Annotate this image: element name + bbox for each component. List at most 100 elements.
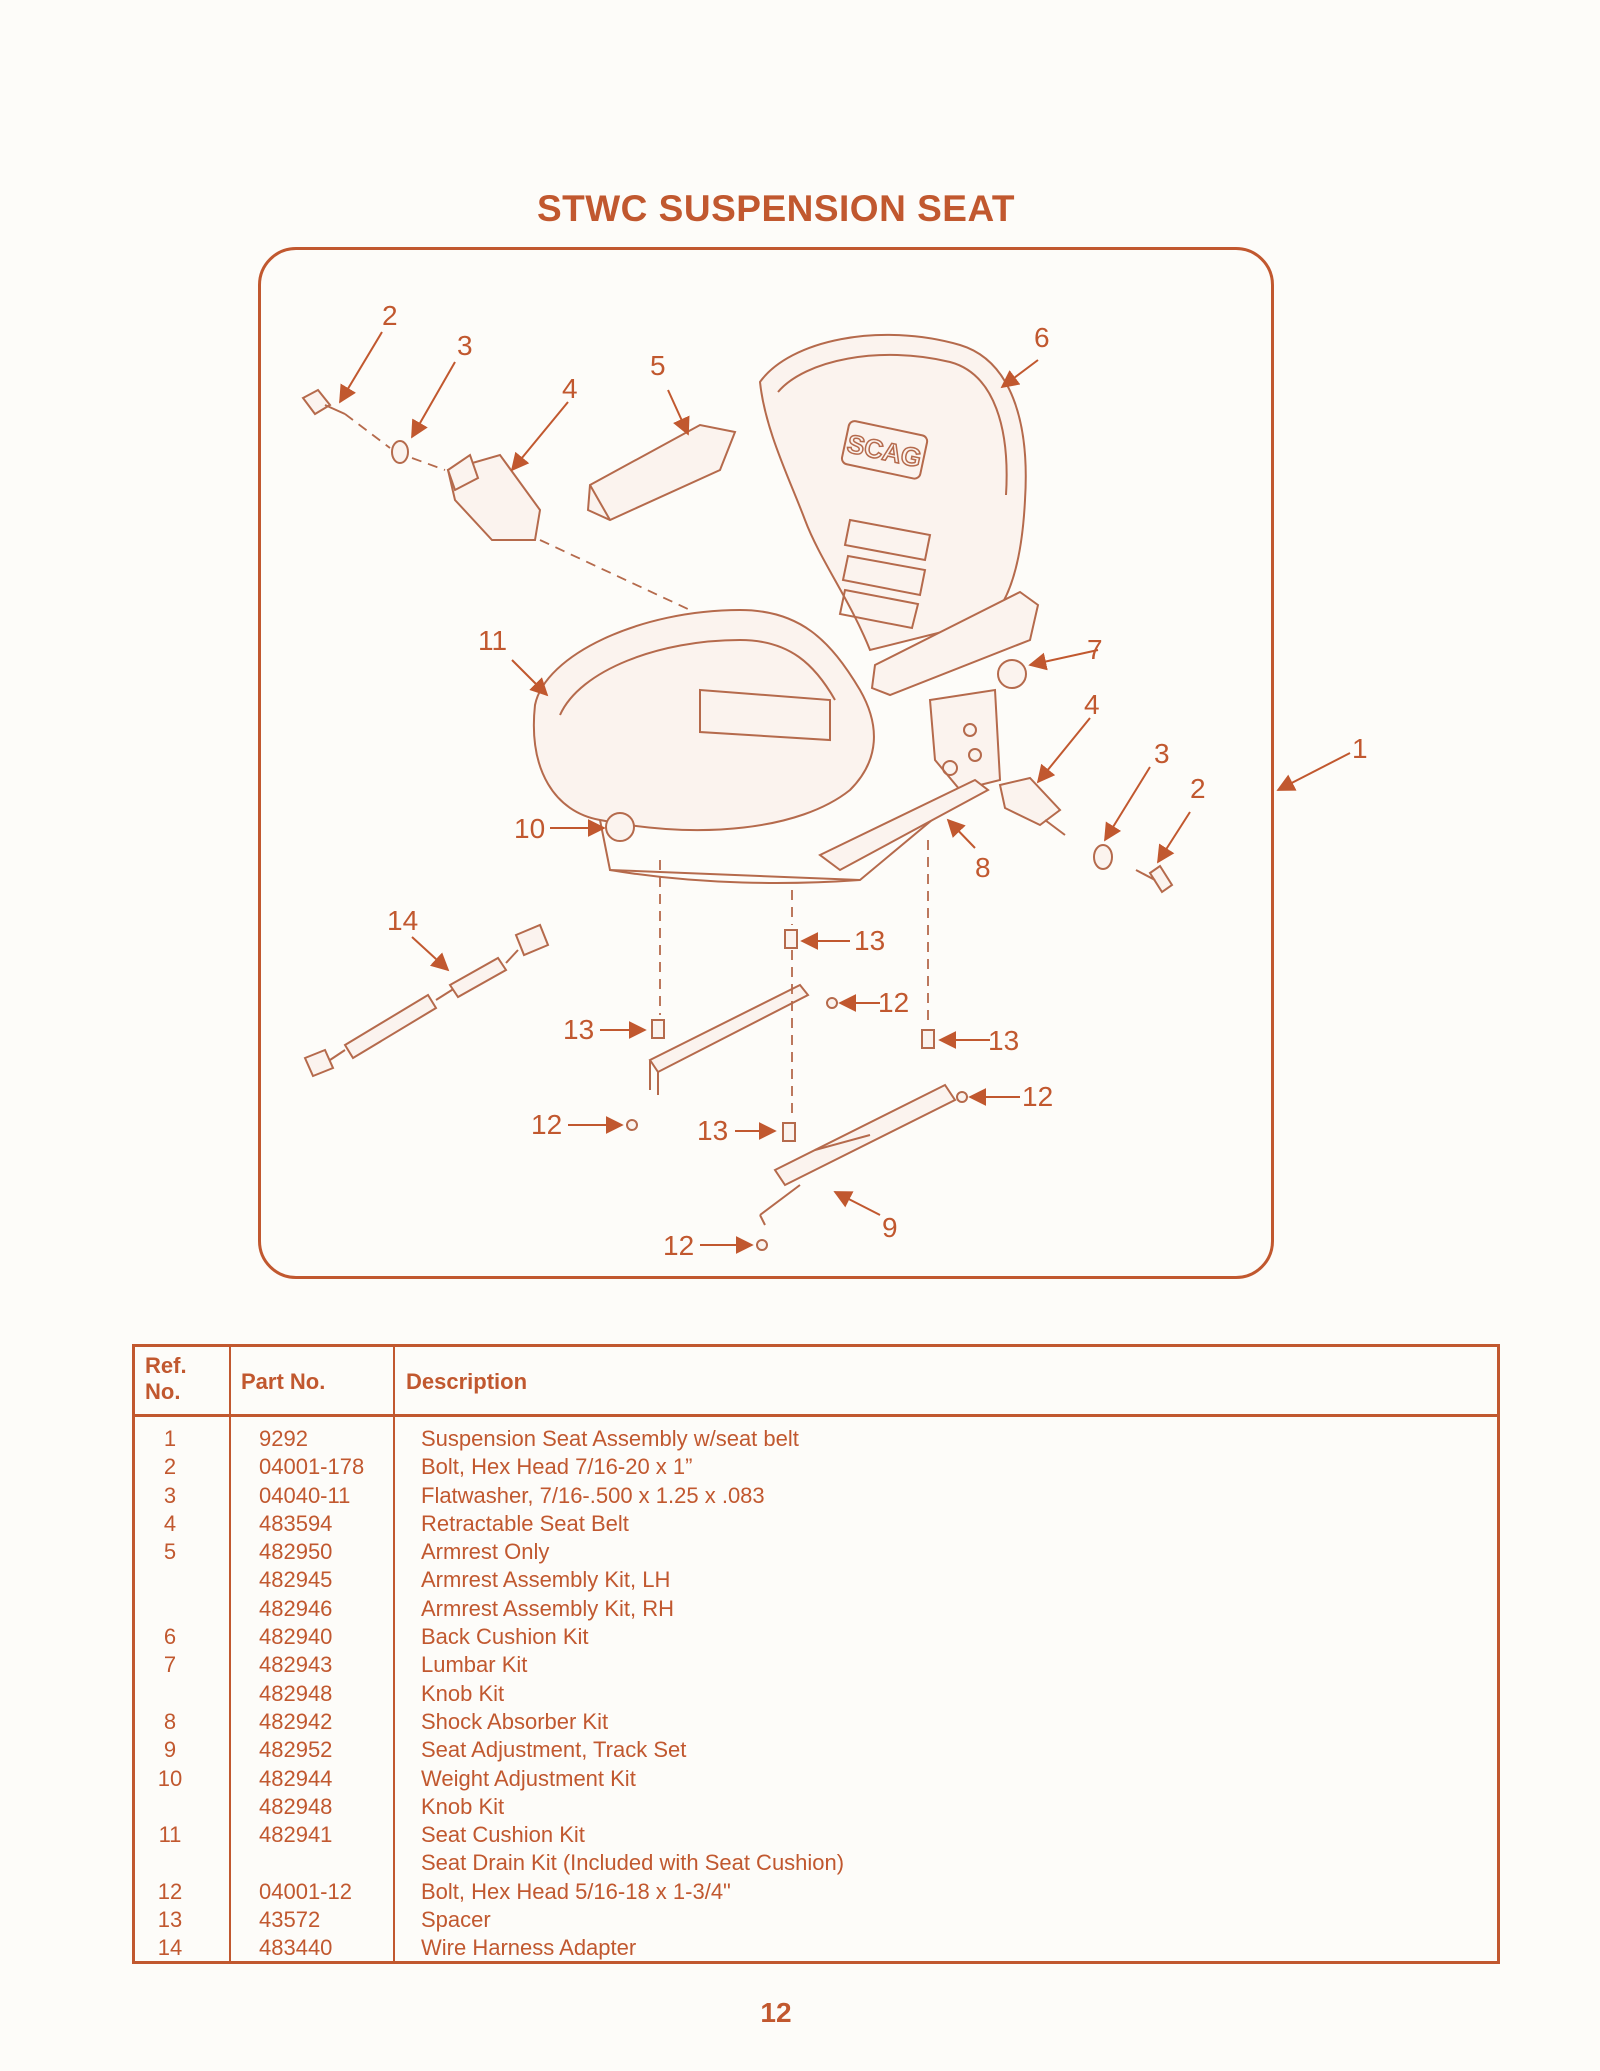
callout-leaders: [339, 331, 1351, 1254]
table-row: 10 482944 Weight Adjustment Kit: [135, 1765, 1497, 1793]
description-cell: Back Cushion Kit: [421, 1624, 589, 1650]
callout-13-a: 13: [854, 925, 885, 956]
column-divider: [393, 1347, 395, 1961]
callout-4-right: 4: [1084, 689, 1100, 720]
diagram-frame: [258, 247, 1274, 1279]
callout-3: 3: [457, 330, 473, 361]
table-row: 482948 Knob Kit: [135, 1793, 1497, 1821]
bolt-small: [826, 997, 838, 1009]
header-ref-no: Ref. No.: [145, 1353, 187, 1404]
description-cell: Knob Kit: [421, 1793, 505, 1819]
description-cell: Knob Kit: [421, 1680, 505, 1706]
ref-cell: 2: [163, 1454, 177, 1480]
bolt-left: [301, 388, 346, 416]
armrest-right: [870, 590, 1040, 697]
table-row: 9 482952 Seat Adjustment, Track Set: [135, 1736, 1497, 1764]
callout-3-right: 3: [1154, 738, 1170, 769]
description-cell: Lumbar Kit: [421, 1652, 528, 1678]
ref-cell: 4: [163, 1510, 177, 1536]
part-no-cell: 482945: [259, 1567, 333, 1593]
part-no-cell: 04001-12: [259, 1878, 352, 1904]
callout-12-b: 12: [1022, 1081, 1053, 1112]
exploded-parts-diagram: SCAG: [301, 300, 1368, 1261]
table-row: 13 43572 Spacer: [135, 1906, 1497, 1934]
part-no-cell: 482952: [259, 1737, 333, 1763]
bolt-small: [756, 1239, 768, 1251]
part-no-cell: 482940: [259, 1624, 333, 1650]
lumbar-knob: [997, 659, 1027, 689]
spacer: [651, 1019, 665, 1039]
bolt-small: [626, 1119, 638, 1131]
suspension-plate: [818, 688, 1002, 872]
part-no-cell: 482948: [259, 1680, 333, 1706]
part-no-cell: 482943: [259, 1652, 333, 1678]
description-cell: Retractable Seat Belt: [421, 1510, 629, 1536]
seat-cushion: [532, 608, 981, 884]
ref-cell: 14: [157, 1935, 183, 1961]
callout-13-b: 13: [563, 1014, 594, 1045]
wire-harness: [303, 923, 550, 1078]
part-no-cell: 482948: [259, 1793, 333, 1819]
table-row: 4 483594 Retractable Seat Belt: [135, 1510, 1497, 1538]
callout-4: 4: [562, 373, 578, 404]
description-cell: Bolt, Hex Head 5/16-18 x 1-3/4": [421, 1878, 731, 1904]
part-no-cell: 482944: [259, 1765, 333, 1791]
column-divider: [229, 1347, 231, 1961]
description-cell: Seat Adjustment, Track Set: [421, 1737, 687, 1763]
ref-cell: 12: [157, 1878, 183, 1904]
ref-cell: 7: [163, 1652, 177, 1678]
part-no-cell: 43572: [259, 1907, 321, 1933]
table-row: 482945 Armrest Assembly Kit, LH: [135, 1566, 1497, 1594]
ref-cell: 13: [157, 1907, 183, 1933]
ref-cell: 8: [163, 1708, 177, 1734]
ref-cell: 3: [163, 1482, 177, 1508]
ref-cell: 6: [163, 1624, 177, 1650]
ref-cell: 10: [157, 1765, 183, 1791]
callout-10: 10: [514, 813, 545, 844]
page-title: STWC SUSPENSION SEAT: [536, 188, 1016, 229]
callout-8: 8: [975, 852, 991, 883]
callout-6: 6: [1034, 322, 1050, 353]
description-cell: Weight Adjustment Kit: [421, 1765, 636, 1791]
description-cell: Armrest Assembly Kit, LH: [421, 1567, 671, 1593]
callout-labels: 2 3 4 5 6 7 4 3 2 1 8 11 10 14 13 12 13 …: [382, 300, 1368, 1261]
table-row: 12 04001-12 Bolt, Hex Head 5/16-18 x 1-3/4…: [135, 1878, 1497, 1906]
part-no-cell: 482941: [259, 1822, 333, 1848]
back-cushion: SCAG: [758, 333, 1027, 652]
ref-cell: 5: [163, 1539, 177, 1565]
spacer: [782, 1122, 796, 1142]
spacer: [784, 929, 798, 949]
header-description: Description: [406, 1369, 528, 1394]
callout-9: 9: [882, 1212, 898, 1243]
weight-adjust-knob: [605, 812, 635, 842]
callout-5: 5: [650, 350, 666, 381]
callout-12-a: 12: [878, 987, 909, 1018]
description-cell: Shock Absorber Kit: [421, 1708, 609, 1734]
track-rail-upper: [648, 983, 810, 1095]
part-no-cell: 482942: [259, 1708, 333, 1734]
table-row: 6 482940 Back Cushion Kit: [135, 1623, 1497, 1651]
part-no-cell: 482950: [259, 1539, 333, 1565]
table-header: Ref. No. Part No. Description: [135, 1347, 1497, 1417]
callout-12-d: 12: [663, 1230, 694, 1261]
armrest-left: [586, 423, 737, 522]
description-cell: Flatwasher, 7/16-.500 x 1.25 x .083: [421, 1482, 765, 1508]
description-cell: Spacer: [421, 1907, 491, 1933]
description-cell: Seat Cushion Kit: [421, 1822, 585, 1848]
callout-13-d: 13: [697, 1115, 728, 1146]
description-cell: Armrest Assembly Kit, RH: [421, 1595, 675, 1621]
table-row: 482948 Knob Kit: [135, 1680, 1497, 1708]
table-row: 3 04040-11 Flatwasher, 7/16-.500 x 1.25 x …: [135, 1482, 1497, 1510]
part-no-cell: 04001-178: [259, 1454, 365, 1480]
part-no-cell: 04040-11: [259, 1482, 351, 1508]
table-row: 8 482942 Shock Absorber Kit: [135, 1708, 1497, 1736]
part-no-cell: 483594: [259, 1510, 333, 1536]
ref-cell: 9: [163, 1737, 177, 1763]
track-rail-lower: [759, 1083, 957, 1226]
